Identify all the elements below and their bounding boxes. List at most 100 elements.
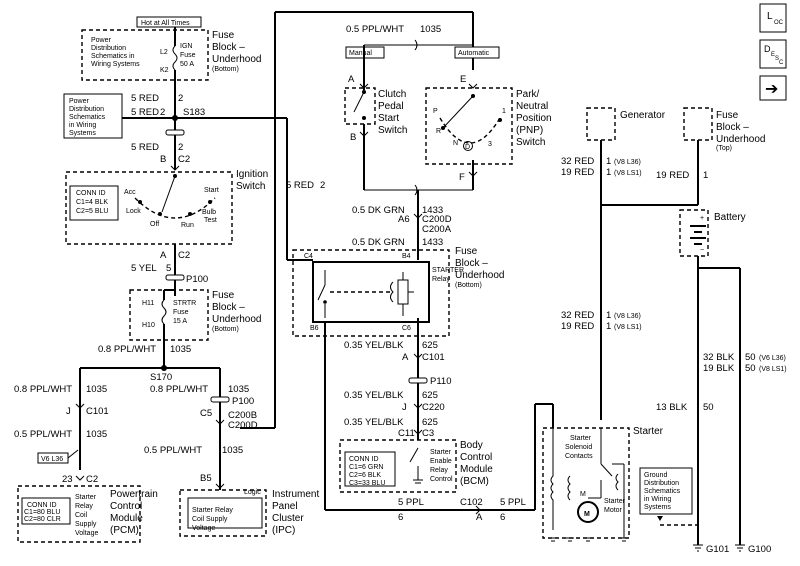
svg-text:0.35 YEL/BLK: 0.35 YEL/BLK: [344, 390, 404, 401]
svg-text:B: B: [350, 132, 356, 143]
hot-at-all-times-label: Hot at All Times: [136, 16, 202, 28]
svg-text:Voltage: Voltage: [192, 525, 215, 532]
svg-text:1: 1: [606, 167, 611, 178]
svg-text:Module: Module: [110, 513, 143, 524]
svg-text:19 BLK: 19 BLK: [703, 363, 735, 374]
svg-text:1035: 1035: [222, 445, 243, 456]
svg-text:Switch: Switch: [378, 125, 407, 136]
svg-text:Enable: Enable: [430, 458, 452, 465]
svg-text:Neutral: Neutral: [516, 101, 548, 112]
location-button[interactable]: L OC: [759, 3, 787, 33]
svg-text:Coil: Coil: [75, 512, 88, 519]
svg-text:50 A: 50 A: [180, 61, 194, 68]
svg-text:Test: Test: [204, 217, 217, 224]
svg-text:L2: L2: [160, 49, 168, 56]
svg-text:Relay: Relay: [430, 467, 448, 474]
svg-text:1: 1: [606, 310, 611, 321]
splice-s170: [161, 365, 167, 371]
svg-text:Acc: Acc: [124, 189, 136, 196]
svg-text:S183: S183: [183, 107, 205, 118]
svg-text:C3=33 BLU: C3=33 BLU: [349, 480, 385, 487]
svg-text:CONN ID: CONN ID: [349, 456, 379, 463]
svg-text:Switch: Switch: [516, 137, 545, 148]
svg-text:5 RED: 5 RED: [286, 180, 314, 191]
svg-text:−: −: [700, 247, 704, 254]
svg-text:0.5 PPL/WHT: 0.5 PPL/WHT: [14, 429, 72, 440]
svg-text:(PCM): (PCM): [110, 525, 139, 536]
svg-text:(Bottom): (Bottom): [212, 326, 239, 333]
svg-text:Supply: Supply: [75, 521, 97, 528]
svg-text:Starter Relay: Starter Relay: [192, 507, 233, 514]
svg-text:Start: Start: [204, 187, 219, 194]
svg-text:STARTER: STARTER: [432, 267, 464, 274]
svg-text:F: F: [459, 172, 465, 183]
svg-text:S170: S170: [150, 372, 172, 383]
svg-text:P: P: [433, 108, 438, 115]
svg-text:Block –: Block –: [212, 302, 245, 313]
svg-text:Switch: Switch: [236, 181, 265, 192]
svg-text:0.5 PPL/WHT: 0.5 PPL/WHT: [346, 24, 404, 35]
clutch-pedal-start-switch: Clutch Pedal Start Switch: [344, 87, 407, 136]
svg-text:B5: B5: [200, 473, 212, 484]
svg-text:A6: A6: [398, 214, 410, 225]
svg-text:Panel: Panel: [272, 501, 298, 512]
svg-text:C200A: C200A: [422, 224, 452, 235]
svg-text:5 YEL: 5 YEL: [131, 263, 157, 274]
svg-text:1: 1: [606, 156, 611, 167]
svg-text:Starter: Starter: [570, 435, 592, 442]
svg-text:C1=80 BLU: C1=80 BLU: [24, 509, 60, 516]
svg-text:C2: C2: [178, 250, 190, 261]
fuse-block-underhood-strtr: H11 H10 STRTR Fuse 15 A Fuse Block – Und…: [129, 289, 261, 341]
svg-text:Body: Body: [460, 440, 483, 451]
svg-text:Wiring Systems: Wiring Systems: [91, 61, 140, 68]
svg-text:5 PPL: 5 PPL: [500, 497, 526, 508]
svg-text:J: J: [66, 406, 71, 417]
svg-text:B4: B4: [402, 253, 411, 260]
svg-text:Underhood: Underhood: [212, 314, 261, 325]
svg-text:Fuse: Fuse: [180, 52, 196, 59]
svg-text:Control: Control: [460, 452, 492, 463]
automatic-tag: Automatic: [454, 46, 500, 59]
fuse-block-underhood-ign: Power Distribution Schematics in Wiring …: [81, 29, 261, 81]
svg-text:32 BLK: 32 BLK: [703, 352, 735, 363]
svg-text:+: +: [700, 215, 704, 222]
svg-text:S: S: [775, 56, 779, 62]
svg-text:(V8 LS1): (V8 LS1): [759, 366, 787, 373]
svg-text:Instrument: Instrument: [272, 489, 319, 500]
svg-text:(V8 L36): (V8 L36): [614, 159, 641, 166]
next-page-button[interactable]: ➔: [759, 75, 787, 101]
svg-text:0.35 YEL/BLK: 0.35 YEL/BLK: [344, 417, 404, 428]
svg-text:Power: Power: [69, 98, 90, 105]
svg-text:Block –: Block –: [716, 122, 749, 133]
svg-text:(V6 L36): (V6 L36): [759, 355, 786, 362]
description-button[interactable]: D E S C: [759, 39, 787, 69]
svg-text:1: 1: [703, 170, 708, 181]
svg-text:Fuse: Fuse: [455, 246, 478, 257]
svg-text:IGN: IGN: [180, 43, 192, 50]
battery: + − Battery: [679, 209, 746, 257]
svg-text:1: 1: [606, 321, 611, 332]
svg-text:Starter: Starter: [633, 426, 664, 437]
svg-text:L: L: [767, 11, 773, 22]
svg-text:STRTR: STRTR: [173, 300, 196, 307]
svg-text:625: 625: [422, 340, 438, 351]
svg-text:C101: C101: [86, 406, 109, 417]
svg-text:C200B: C200B: [228, 410, 257, 421]
svg-text:Relay: Relay: [432, 276, 450, 283]
svg-text:Schematics: Schematics: [644, 488, 681, 495]
svg-text:C2=6 BLK: C2=6 BLK: [349, 472, 381, 479]
ground-distribution-reference: Ground Distribution Schematics in Wiring…: [639, 467, 698, 526]
svg-text:1035: 1035: [86, 384, 107, 395]
svg-text:Power: Power: [91, 37, 112, 44]
svg-text:6: 6: [398, 512, 403, 523]
svg-text:K2: K2: [160, 67, 169, 74]
svg-text:2: 2: [178, 93, 183, 104]
svg-text:H10: H10: [142, 322, 155, 329]
svg-text:CONN ID: CONN ID: [76, 190, 106, 197]
svg-text:0.35 YEL/BLK: 0.35 YEL/BLK: [344, 340, 404, 351]
svg-text:Fuse: Fuse: [212, 290, 235, 301]
svg-text:Starter: Starter: [430, 449, 452, 456]
svg-text:0.8 PPL/WHT: 0.8 PPL/WHT: [14, 384, 72, 395]
svg-text:625: 625: [422, 417, 438, 428]
svg-text:C200D: C200D: [228, 420, 258, 431]
